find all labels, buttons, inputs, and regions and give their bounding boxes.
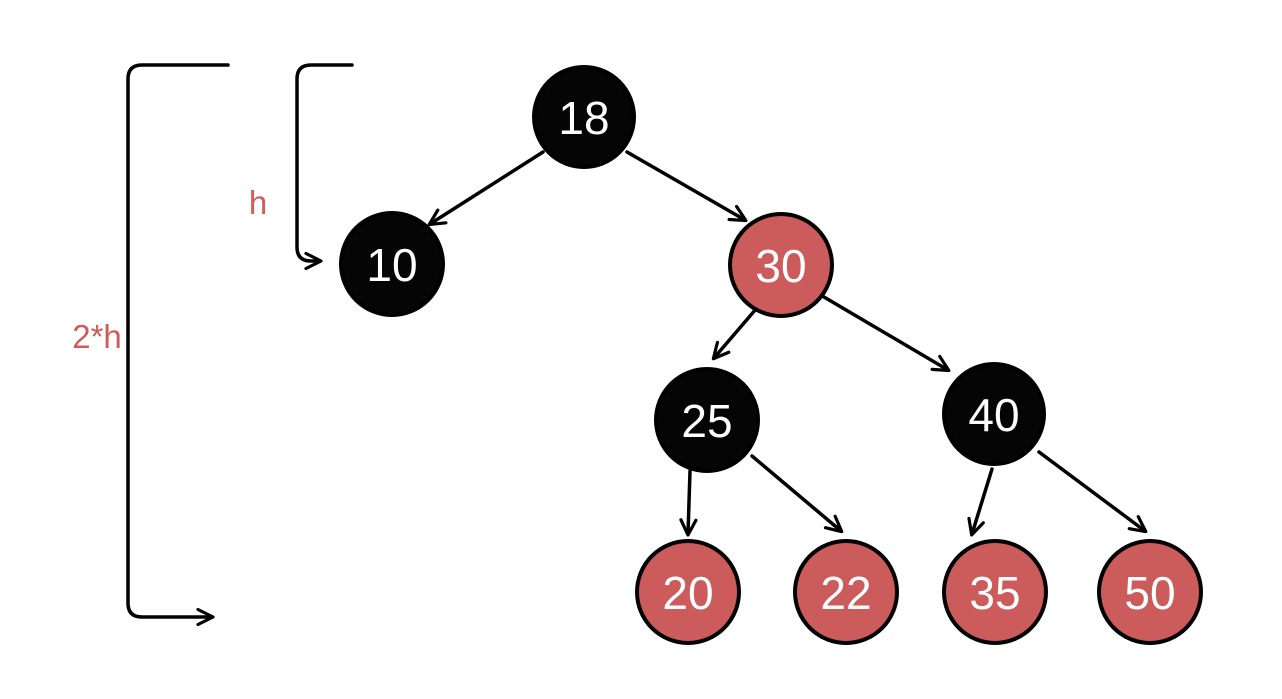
node-value-40: 40 — [968, 389, 1019, 441]
edge-40-50 — [1037, 450, 1148, 534]
edge-25-20 — [679, 469, 698, 537]
node-circle-10 — [339, 211, 445, 317]
node-circle-30 — [728, 212, 834, 318]
node-circle-20 — [635, 539, 741, 645]
double-height-label: 2*h — [72, 318, 122, 355]
node-value-25: 25 — [681, 395, 732, 447]
height-label: h — [249, 184, 267, 221]
node-circle-35 — [942, 539, 1048, 645]
tree-node-18: 18 — [532, 65, 636, 169]
edge-30-25 — [711, 307, 758, 361]
tree-node-10: 10 — [339, 211, 445, 317]
tree-node-50: 50 — [1097, 539, 1203, 645]
edge-30-40 — [822, 295, 951, 373]
node-value-10: 10 — [366, 239, 417, 291]
node-circle-22 — [793, 539, 899, 645]
node-value-22: 22 — [820, 567, 871, 619]
tree-node-25: 25 — [654, 367, 760, 473]
height-bracket — [295, 63, 354, 271]
tree-node-30: 30 — [728, 212, 834, 318]
edge-18-10 — [427, 150, 545, 227]
node-circle-40 — [942, 362, 1046, 466]
node-value-35: 35 — [969, 567, 1020, 619]
node-value-30: 30 — [755, 240, 806, 292]
node-value-20: 20 — [662, 567, 713, 619]
tree-node-22: 22 — [793, 539, 899, 645]
tree-node-20: 20 — [635, 539, 741, 645]
edge-25-22 — [750, 454, 844, 534]
node-circle-50 — [1097, 539, 1203, 645]
edge-18-30 — [625, 150, 748, 223]
tree-node-40: 40 — [942, 362, 1046, 466]
node-value-50: 50 — [1124, 567, 1175, 619]
double-height-bracket — [126, 63, 230, 627]
node-circle-18 — [532, 65, 636, 169]
node-value-18: 18 — [558, 92, 609, 144]
tree-node-35: 35 — [942, 539, 1048, 645]
node-circle-25 — [654, 367, 760, 473]
edge-40-35 — [967, 467, 994, 537]
